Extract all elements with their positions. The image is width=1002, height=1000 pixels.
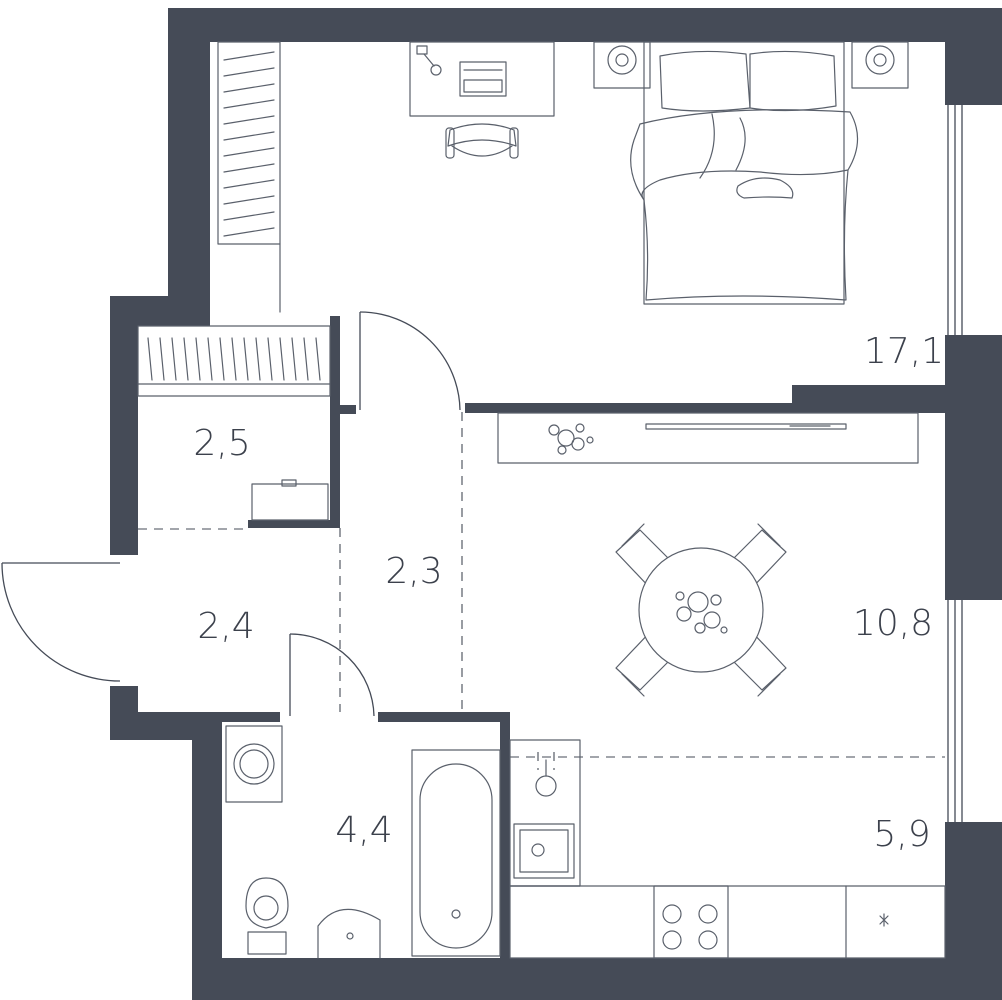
area-label-closet: 2,5 bbox=[193, 423, 250, 464]
area-label-living: 10,8 bbox=[853, 603, 933, 644]
wardrobe-bedroom bbox=[217, 41, 281, 313]
closet-rack bbox=[137, 325, 331, 521]
nightstands bbox=[593, 41, 909, 89]
windows bbox=[947, 105, 1002, 822]
desk-chair bbox=[445, 123, 519, 159]
bathroom-fixtures bbox=[225, 725, 501, 959]
kitchen-counter bbox=[509, 739, 946, 959]
area-label-bathroom: 4,4 bbox=[335, 810, 392, 851]
dining-set bbox=[615, 523, 787, 697]
area-label-bedroom: 17,1 bbox=[864, 331, 944, 372]
bed bbox=[630, 41, 859, 305]
area-label-hall: 2,4 bbox=[197, 606, 254, 647]
doors bbox=[1, 311, 461, 717]
tv-console bbox=[497, 412, 919, 464]
walls bbox=[110, 8, 1002, 1000]
desk bbox=[409, 41, 555, 117]
area-labels: 17,1 2,5 2,3 2,4 10,8 4,4 5,9 bbox=[193, 331, 944, 855]
zone-dividers bbox=[138, 412, 945, 758]
area-label-corridor: 2,3 bbox=[385, 551, 442, 592]
area-label-kitchen: 5,9 bbox=[873, 814, 930, 855]
